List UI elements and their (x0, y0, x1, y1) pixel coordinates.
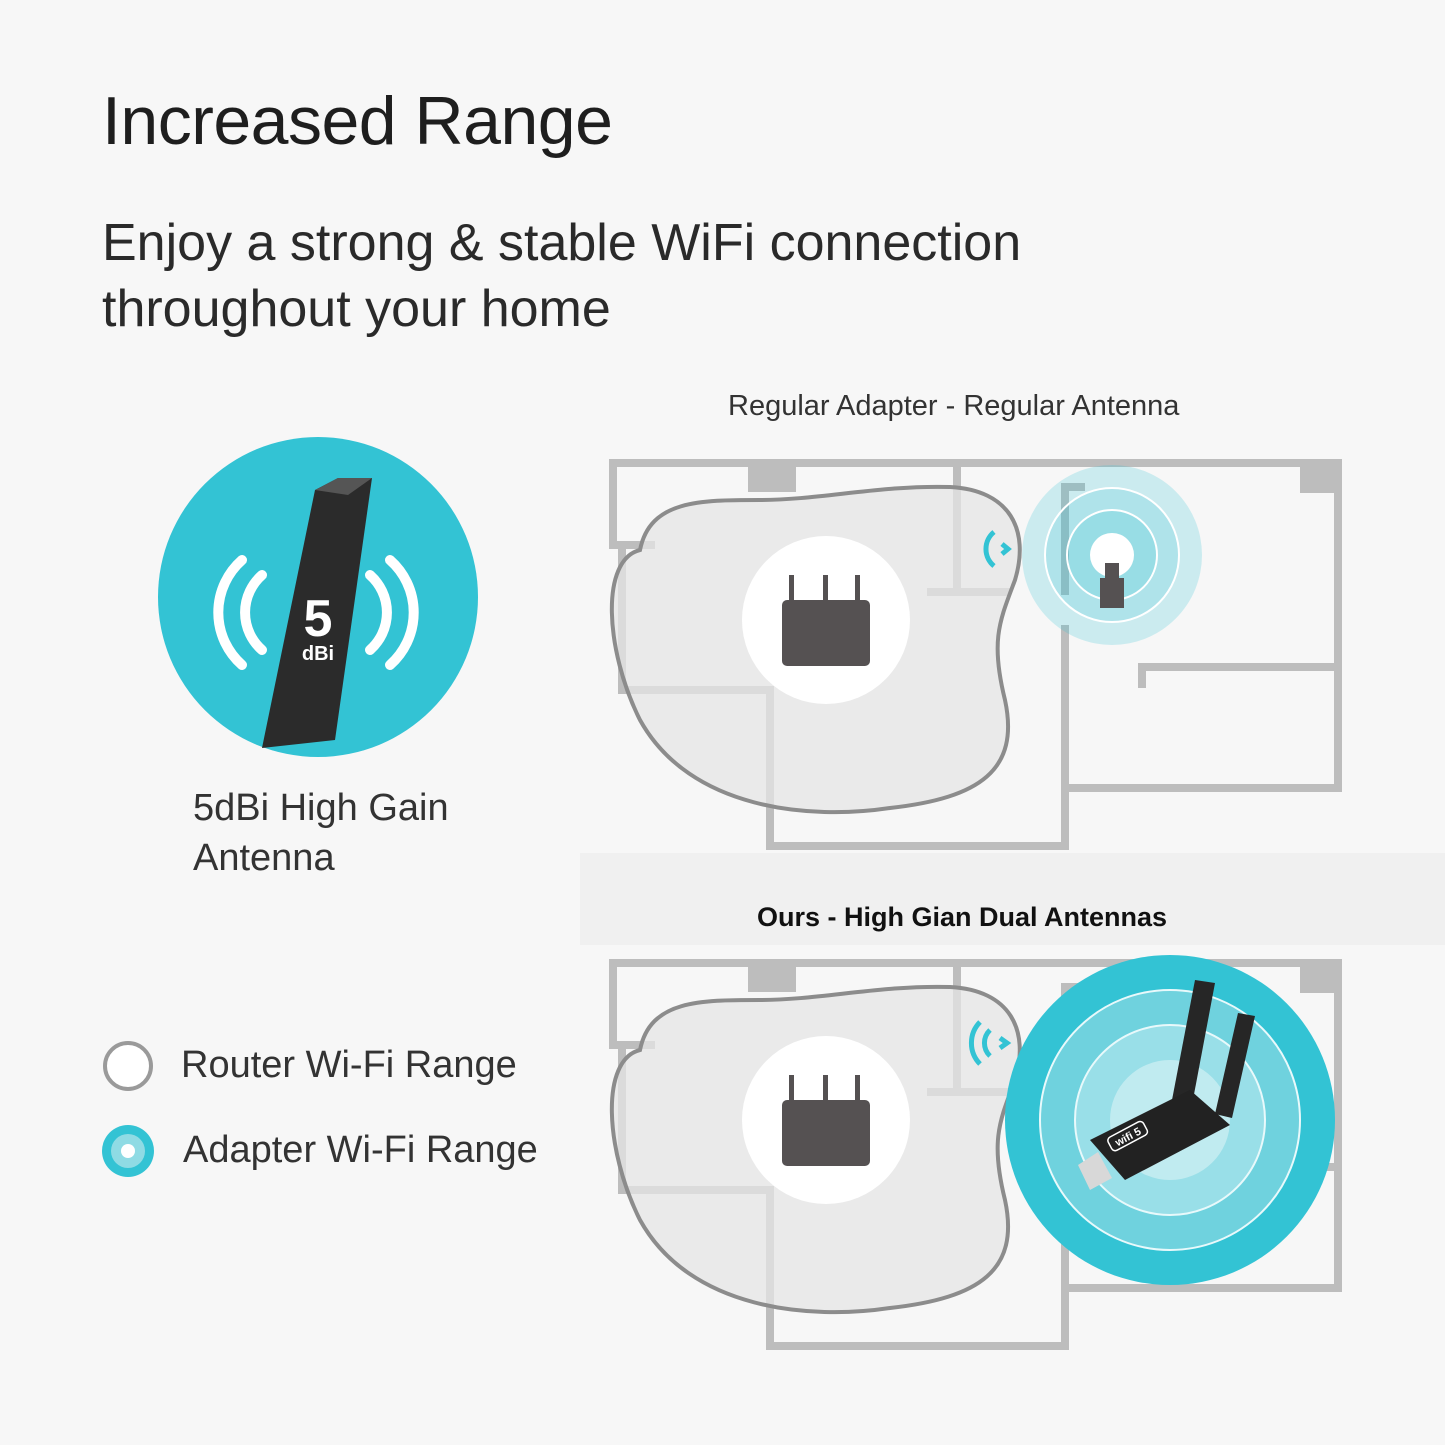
dual-antenna-adapter-icon: wifi 5 (1078, 980, 1255, 1190)
page-subtitle: Enjoy a strong & stable WiFi connection … (102, 214, 1022, 338)
legend-router-range: Router Wi-Fi Range (181, 1044, 517, 1086)
gain-number: 5 (304, 590, 333, 648)
strong-signal-icon (968, 1020, 1012, 1066)
page-title: Increased Range (102, 83, 613, 159)
antenna-badge: 5 dBi (158, 437, 478, 757)
antenna-icon (262, 478, 372, 748)
regular-floorplan (612, 460, 1340, 846)
usb-adapter-icon (1100, 578, 1124, 608)
signal-waves-icon (213, 555, 419, 670)
adapter-range-small (1022, 465, 1202, 645)
ours-floorplan: wifi 5 (612, 955, 1340, 1346)
weak-signal-icon (983, 530, 1012, 568)
gain-unit: dBi (302, 643, 334, 665)
outline-circle-icon (103, 1041, 153, 1091)
regular-caption: Regular Adapter - Regular Antenna (728, 390, 1180, 422)
antenna-label: 5dBi High Gain Antenna (193, 787, 449, 879)
teal-circle-icon (102, 1125, 154, 1177)
legend-adapter-range: Adapter Wi-Fi Range (183, 1129, 538, 1171)
ours-caption: Ours - High Gian Dual Antennas (757, 902, 1168, 932)
